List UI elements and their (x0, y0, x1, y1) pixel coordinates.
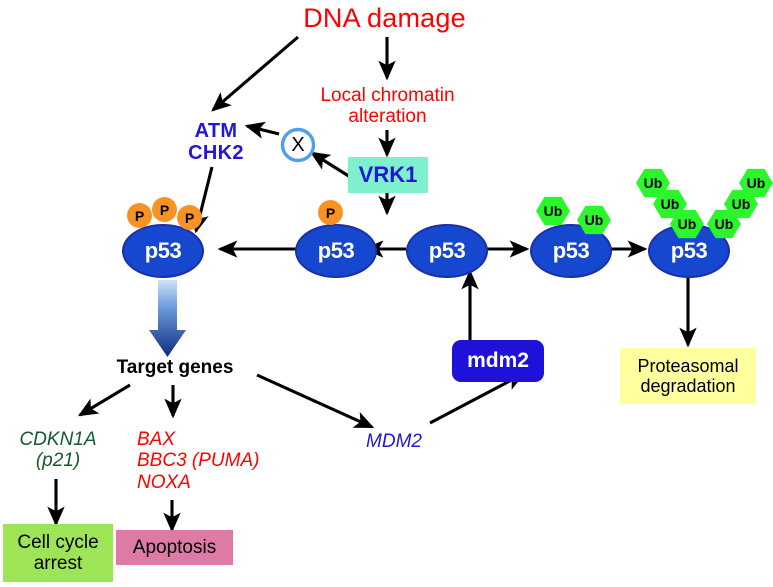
phospho-mark-3: P (177, 205, 202, 230)
phospho-mark-4: P (318, 200, 343, 225)
p53-monophospho-oval: p53 (295, 224, 377, 278)
atm-chk2-label: ATM CHK2 (188, 119, 244, 164)
edge-mdm2gene-to-mdm2protein (429, 372, 526, 425)
apoptotic-genes-label: BAX BBC3 (PUMA) NOXA (137, 429, 260, 493)
inhibition-x-label: X (291, 133, 305, 156)
local-chromatin-alteration-label: Local chromatin alteration (320, 84, 455, 127)
cell-cycle-arrest-box: Cell cycle arrest (3, 524, 113, 582)
cdkn1a-p21-label: CDKN1A (p21) (19, 428, 97, 471)
ubiquitin-chain-left-1: Ub (670, 209, 704, 239)
apoptosis-box: Apoptosis (116, 530, 233, 565)
edge-dna-to-atm (211, 35, 300, 112)
ubiquitin-chain-right-3: Ub (739, 168, 773, 198)
dna-damage-label: DNA damage (303, 2, 466, 33)
edge-target-to-mdm2gene (256, 373, 375, 429)
p53-polyubiquitinated-oval: p53 (648, 224, 730, 278)
target-genes-label: Target genes (116, 357, 234, 379)
p53-ubiquitinated-oval: p53 (530, 224, 612, 278)
edge-target-to-cdkn1a (77, 383, 131, 417)
inhibition-ring (280, 127, 316, 163)
edge-p53p-to-target-genes (149, 280, 186, 357)
edge-vrk1-to-x (309, 151, 356, 182)
ubiquitin-mark-2: Ub (577, 205, 611, 235)
phospho-mark-1: P (127, 203, 152, 228)
p53-native-oval: p53 (406, 224, 488, 278)
phospho-mark-2: P (152, 197, 177, 222)
vrk1-box: VRK1 (348, 157, 428, 193)
mdm2-gene-label: MDM2 (366, 431, 422, 453)
edge-x-to-atm (244, 121, 280, 139)
ubiquitin-mark-1: Ub (536, 196, 570, 226)
proteasomal-degradation-box: Proteasomal degradation (620, 348, 756, 404)
ubiquitin-chain-left-2: Ub (653, 189, 687, 219)
p53-phospho-oval: p53 (122, 224, 204, 278)
mdm2-protein-box: mdm2 (452, 340, 544, 382)
